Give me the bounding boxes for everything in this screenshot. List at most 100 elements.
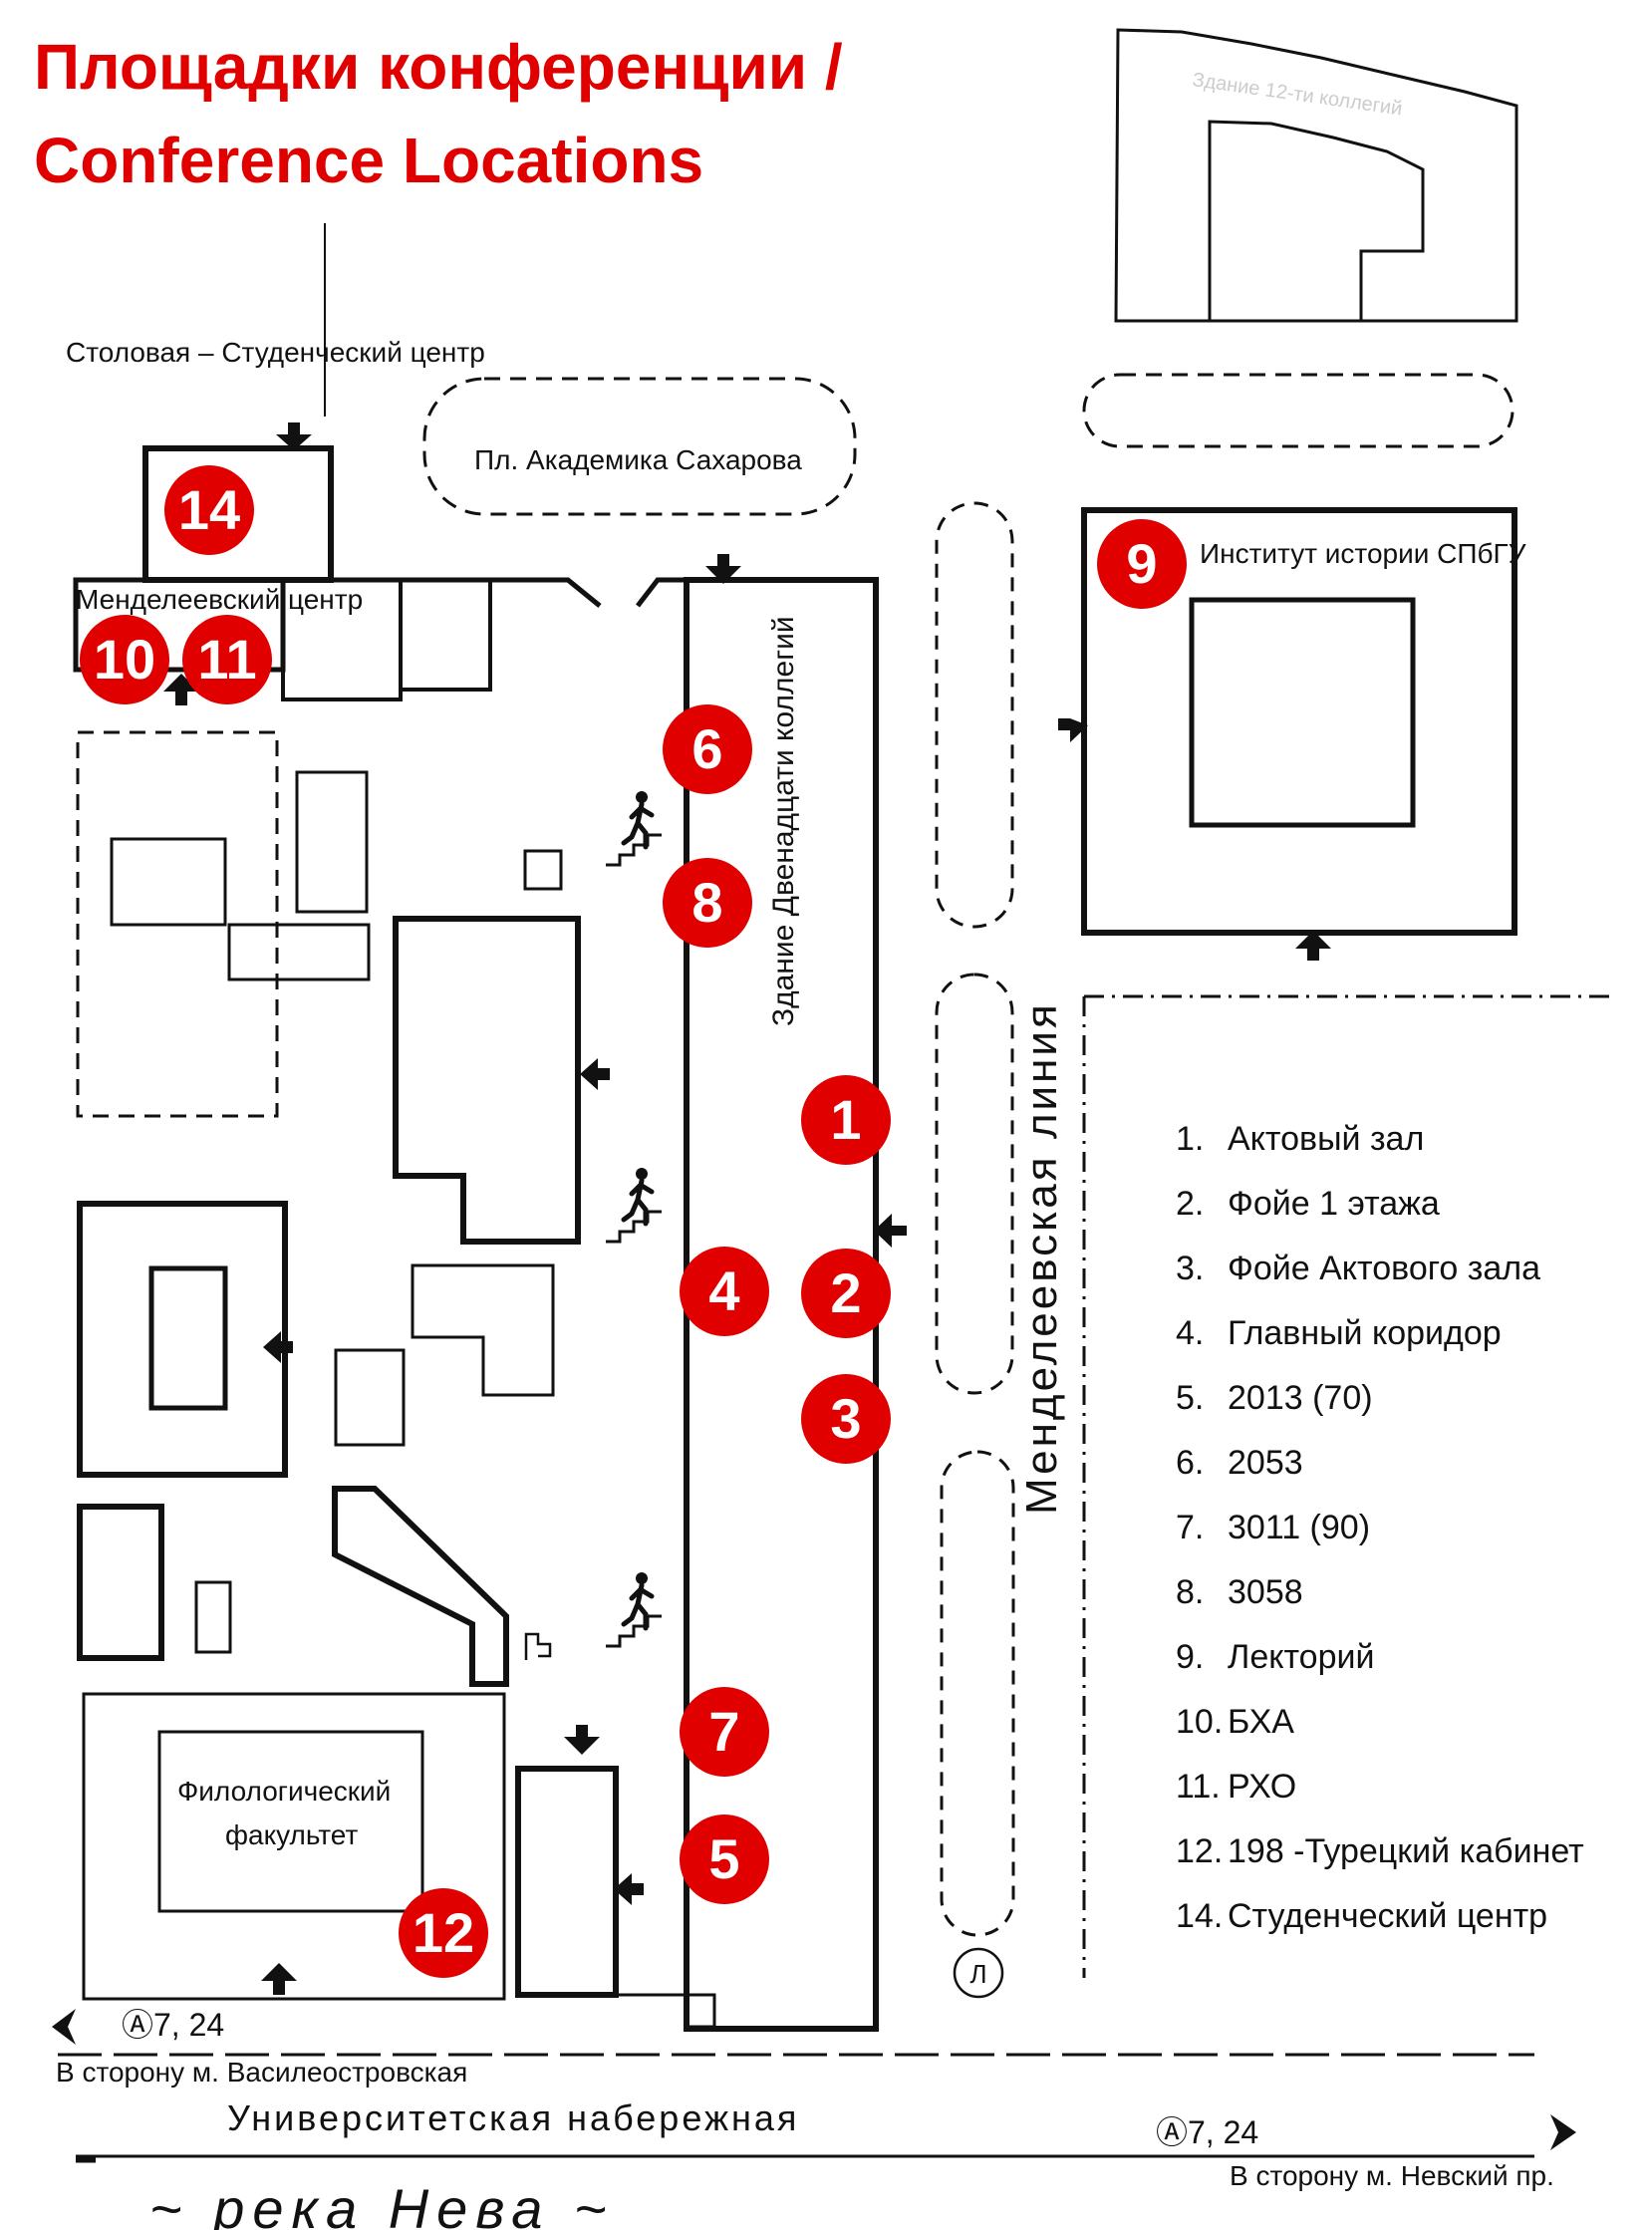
location-marker-7[interactable]: 7 <box>680 1687 769 1777</box>
legend-name: 2013 (70) <box>1228 1379 1373 1417</box>
bus-stop-label-right: Ⓐ7, 24 <box>1156 2114 1259 2150</box>
forward-arrow-icon <box>1550 2114 1576 2150</box>
entrance-arrow-philology-south <box>261 1963 297 1995</box>
entrance-arrow-philology-annex-east <box>614 1873 644 1905</box>
legend-number: 4. <box>1176 1314 1205 1352</box>
location-marker-14[interactable]: 14 <box>164 465 254 555</box>
map-title: Площадки конференции /Conference Locatio… <box>34 20 843 207</box>
twelve-colleges-label: Здание Двенадцати коллегий <box>767 616 800 1026</box>
legend-number: 3. <box>1176 1250 1205 1287</box>
legend-item: 7. 3011 (90) <box>1176 1503 1584 1567</box>
legend-name: Студенческий центр <box>1228 1897 1548 1935</box>
stepped-building <box>411 1263 555 1397</box>
river-label: ~ река Нева ~ <box>149 2177 615 2230</box>
legend-item: 3.Фойе Актового зала <box>1176 1244 1584 1308</box>
sakharov-square-outline <box>422 377 857 516</box>
boulevard-strip-1 <box>935 501 1014 929</box>
legend-number: 14. <box>1176 1897 1224 1935</box>
entrance-arrow-student-center <box>276 422 312 450</box>
small-tall-block-right <box>194 1580 232 1654</box>
large-courtyard-inner <box>148 1265 228 1411</box>
legend-number: 10. <box>1176 1703 1224 1741</box>
location-marker-11[interactable]: 11 <box>182 615 272 704</box>
legend-name: 3058 <box>1228 1573 1303 1611</box>
philology-building <box>82 1692 506 2001</box>
location-marker-2[interactable]: 2 <box>801 1249 891 1338</box>
mendeleev-line-label: Менделеевская линия <box>1017 1001 1066 1515</box>
legend-item: 9.Лекторий <box>1176 1632 1584 1697</box>
small-square-block <box>523 849 563 891</box>
stairs-icon-middle <box>606 1168 662 1242</box>
location-marker-1[interactable]: 1 <box>801 1075 891 1165</box>
legend-number: 9. <box>1176 1638 1205 1676</box>
entrance-arrows <box>163 422 1331 1995</box>
faded-building-label: Здание 12-ти коллегий <box>1191 69 1403 120</box>
annex-block-2 <box>399 578 492 692</box>
legend-number: 11. <box>1176 1768 1221 1806</box>
square-dashed-top-right <box>1082 373 1514 448</box>
canteen-label: Столовая – Студенческий центр <box>66 337 485 368</box>
entrance-arrow-l-building <box>580 1058 610 1090</box>
mendeleev-center-label: Менделеевский центр <box>76 584 364 615</box>
history-institute-label: Институт истории СПбГУ <box>1200 538 1526 569</box>
lambda-stop-circle <box>953 1947 1004 1999</box>
boulevard-strip-3 <box>940 1450 1015 1937</box>
location-marker-4[interactable]: 4 <box>680 1247 769 1336</box>
diagonal-building <box>332 1486 509 1687</box>
entrance-arrow-history-west <box>1058 718 1088 742</box>
legend-item: 14.Студенческий центр <box>1176 1891 1584 1956</box>
legend-name: 2053 <box>1228 1444 1303 1482</box>
stairs-icon-lower <box>606 1572 662 1646</box>
legend-name: Актовый зал <box>1228 1120 1425 1158</box>
location-marker-6[interactable]: 6 <box>663 704 752 794</box>
flag-icon <box>524 1632 552 1660</box>
direction-nevsky: В сторону м. Невский пр. <box>1230 2160 1554 2191</box>
direction-vasileostrovskaya: В сторону м. Василеостровская <box>56 2057 468 2088</box>
courtyard-block-c <box>295 770 369 914</box>
philology-inner-block <box>157 1730 424 1913</box>
legend-item: 10.БХА <box>1176 1697 1584 1762</box>
large-courtyard-building <box>77 1201 288 1478</box>
legend-number: 2. <box>1176 1185 1205 1223</box>
legend-name: 198 -Турецкий кабинет <box>1228 1832 1584 1870</box>
courtyard-block-d <box>334 1348 406 1447</box>
entrance-arrow-philology-annex-north <box>564 1725 600 1755</box>
legend-number: 1. <box>1176 1120 1205 1158</box>
legend-number: 7. <box>1176 1509 1205 1546</box>
entrance-arrow-history-south <box>1295 931 1331 961</box>
legend-item: 2. Фойе 1 этажа <box>1176 1179 1584 1244</box>
l-shaped-building <box>393 916 581 1245</box>
legend-number: 6. <box>1176 1444 1205 1482</box>
location-marker-10[interactable]: 10 <box>80 615 169 704</box>
location-marker-5[interactable]: 5 <box>680 1814 769 1904</box>
history-institute-building <box>1081 507 1517 936</box>
back-arrow-icon <box>52 2009 76 2045</box>
legend-item: 6. 2053 <box>1176 1438 1584 1503</box>
legend-number: 8. <box>1176 1573 1205 1611</box>
lambda-stop-letter: Л <box>969 1959 986 1989</box>
legend-item: 11.РХО <box>1176 1762 1584 1826</box>
courtyard-block-a <box>110 837 227 927</box>
location-marker-9[interactable]: 9 <box>1097 519 1187 609</box>
legend-name: Фойе 1 этажа <box>1228 1185 1440 1223</box>
sakharov-square-label: Пл. Академика Сахарова <box>474 444 802 475</box>
philology-annex <box>515 1766 619 1998</box>
legend-name: Главный коридор <box>1228 1314 1502 1352</box>
location-marker-12[interactable]: 12 <box>399 1888 488 1978</box>
legend-number: 12. <box>1176 1832 1224 1870</box>
legend-name: БХА <box>1228 1703 1294 1741</box>
entrance-arrow-mendeleev-center <box>163 674 199 705</box>
location-marker-3[interactable]: 3 <box>801 1374 891 1464</box>
boulevard-strip-2 <box>935 973 1014 1395</box>
legend-item: 1. Актовый зал <box>1176 1114 1584 1179</box>
top-right-building <box>1114 28 1518 323</box>
small-tall-block-left <box>77 1504 164 1661</box>
location-marker-8[interactable]: 8 <box>663 858 752 948</box>
legend-name: 3011 (90) <box>1228 1509 1371 1546</box>
legend-item: 12.198 -Турецкий кабинет <box>1176 1826 1584 1891</box>
entrance-arrow-large-courtyard <box>263 1331 293 1363</box>
legend-name: РХО <box>1228 1768 1297 1806</box>
stairs-icon-upper <box>606 791 662 865</box>
legend-item: 8. 3058 <box>1176 1567 1584 1632</box>
